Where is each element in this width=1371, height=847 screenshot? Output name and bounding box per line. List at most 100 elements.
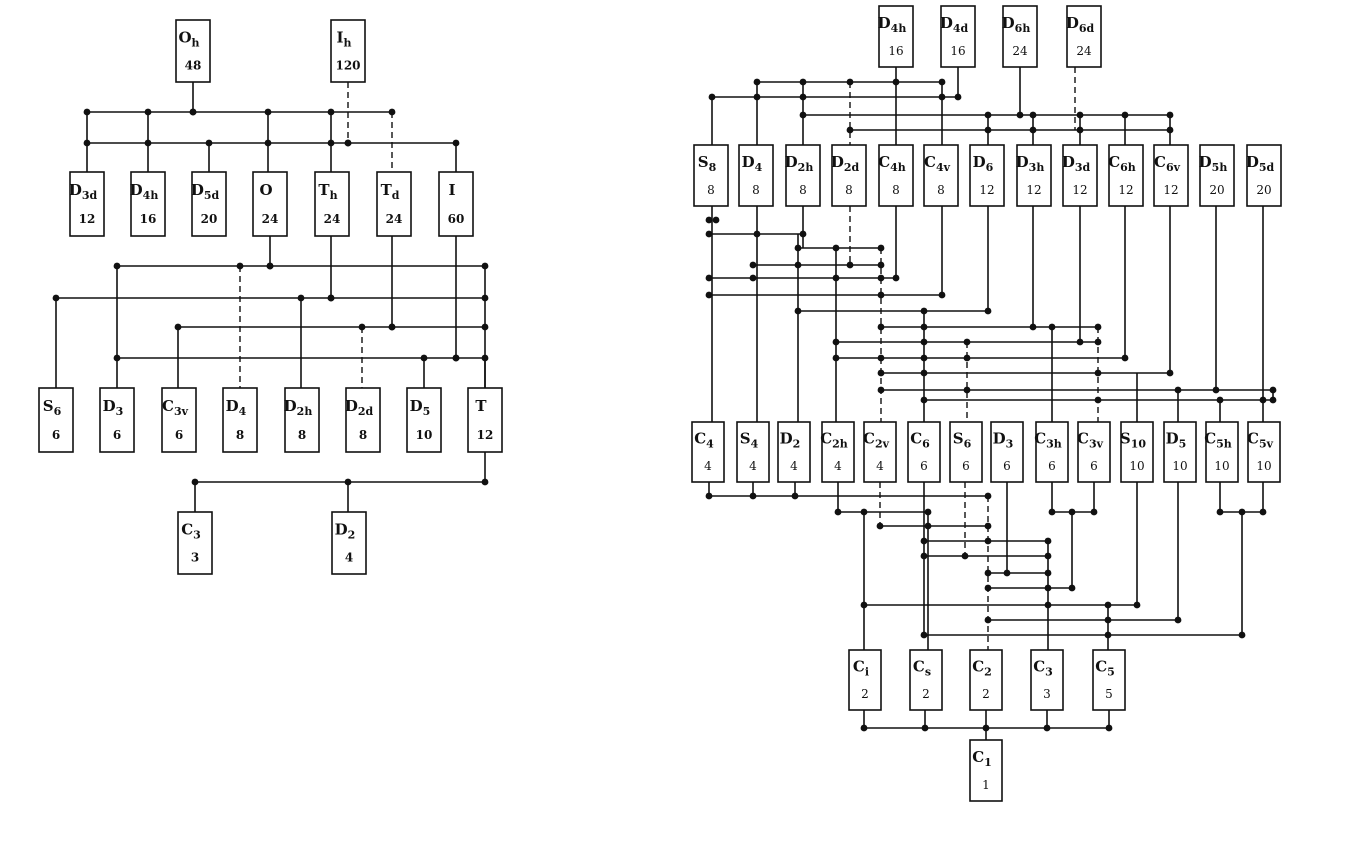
node-symbol-letter: C <box>913 658 925 676</box>
node-order: 2 <box>922 687 930 701</box>
right-node-c5: C55 <box>1092 649 1126 711</box>
right-node-c6: C66 <box>907 421 941 483</box>
node-symbol-subscript: 2h <box>798 161 814 174</box>
node-symbol-letter: C <box>863 430 875 448</box>
junction-dot <box>920 552 928 560</box>
node-symbol: C3 <box>181 520 201 541</box>
node-symbol-letter: D <box>1016 153 1029 171</box>
node-order: 24 <box>386 212 403 226</box>
node-symbol-letter: C <box>972 658 984 676</box>
node-symbol: I <box>448 181 455 199</box>
node-symbol-letter: C <box>1108 153 1120 171</box>
junction-dot <box>266 262 274 270</box>
node-symbol: D6d <box>1066 14 1095 35</box>
right-node-s4: S44 <box>736 421 770 483</box>
node-symbol: Ci <box>853 658 869 679</box>
junction-dot <box>1076 338 1084 346</box>
node-order: 6 <box>113 428 121 442</box>
node-symbol-subscript: 5h <box>1216 438 1232 451</box>
junction-dot <box>877 261 885 269</box>
node-order: 24 <box>262 212 279 226</box>
node-order: 16 <box>888 44 903 58</box>
node-symbol-subscript: i <box>865 666 869 679</box>
node-symbol-subscript: 8 <box>709 161 717 174</box>
node-order: 8 <box>892 183 900 197</box>
node-box <box>909 649 943 711</box>
junction-dot <box>834 508 842 516</box>
node-symbol-letter: D <box>191 181 204 199</box>
node-symbol: D4h <box>130 181 159 202</box>
node-symbol-letter: D <box>410 397 423 415</box>
node-symbol-subscript: 2v <box>875 438 890 451</box>
node-symbol: C6v <box>1154 153 1181 174</box>
node-box <box>1108 144 1144 207</box>
node-symbol-subscript: h <box>330 189 338 202</box>
node-symbol-letter: O <box>178 28 191 46</box>
node-symbol: D2h <box>284 397 313 418</box>
right-node-s8: S88 <box>693 144 729 207</box>
junction-dot <box>712 216 720 224</box>
node-box <box>1163 421 1197 483</box>
node-symbol-subscript: 6d <box>1079 22 1095 35</box>
junction-dot <box>1133 601 1141 609</box>
node-order: 12 <box>477 428 494 442</box>
junction-dot <box>920 537 928 545</box>
node-symbol: Oh <box>178 28 199 49</box>
left-node-d4: D48 <box>222 387 258 453</box>
left-diagram-nodes: Oh48Ih120D3d12D4h16D5d20O24Th24Td24I60S6… <box>38 19 503 575</box>
node-box <box>99 387 135 453</box>
node-symbol: S6 <box>953 430 972 451</box>
node-box <box>1205 421 1239 483</box>
node-symbol-subscript: h <box>344 36 352 49</box>
node-symbol: O <box>259 181 272 199</box>
node-order: 10 <box>1172 459 1187 473</box>
node-symbol-letter: S <box>740 430 751 448</box>
junction-dot <box>984 569 992 577</box>
node-box <box>438 171 474 237</box>
node-box <box>738 144 774 207</box>
junction-dot <box>344 139 352 147</box>
node-symbol: S4 <box>740 430 759 451</box>
junction-dot <box>1259 508 1267 516</box>
node-symbol-letter: I <box>448 181 455 199</box>
node-box <box>130 171 166 237</box>
node-symbol-letter: C <box>1095 658 1107 676</box>
node-order: 6 <box>1048 459 1056 473</box>
node-order: 2 <box>982 687 990 701</box>
junction-dot <box>705 216 713 224</box>
node-symbol: D4d <box>940 14 969 35</box>
right-node-c4: C44 <box>691 421 725 483</box>
node-box <box>969 144 1005 207</box>
left-node-d3: D36 <box>99 387 135 453</box>
node-box <box>821 421 855 483</box>
node-order: 12 <box>1072 183 1087 197</box>
junction-dot <box>1048 508 1056 516</box>
node-box <box>69 171 105 237</box>
node-order: 20 <box>1209 183 1224 197</box>
node-symbol-letter: D <box>69 181 82 199</box>
node-symbol: C6 <box>910 430 930 451</box>
node-symbol-subscript: 5d <box>204 189 220 202</box>
node-symbol-subscript: 2 <box>348 528 356 541</box>
node-box <box>878 5 914 68</box>
node-box <box>177 511 213 575</box>
node-symbol-subscript: 3h <box>1046 438 1062 451</box>
node-symbol-subscript: 6 <box>922 438 930 451</box>
node-box <box>345 387 381 453</box>
node-order: 6 <box>52 428 60 442</box>
node-box <box>161 387 197 453</box>
node-order: 20 <box>201 212 218 226</box>
junction-dot <box>1016 111 1024 119</box>
node-box <box>1153 144 1189 207</box>
junction-dot <box>877 291 885 299</box>
